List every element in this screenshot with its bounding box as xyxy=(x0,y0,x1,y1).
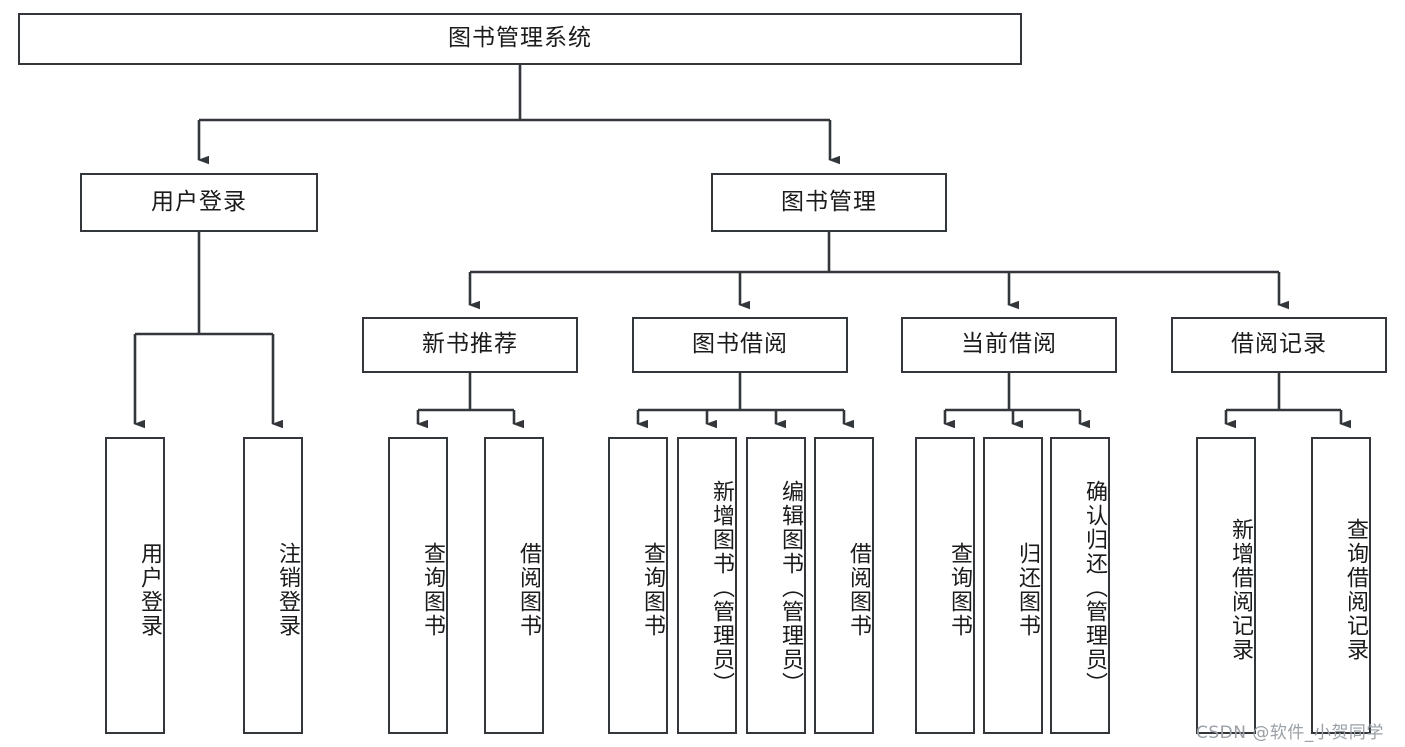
node-leaf-query-book-2[interactable]: 查询图书 xyxy=(608,437,668,734)
node-leaf-user-login[interactable]: 用户登录 xyxy=(105,437,165,734)
node-leaf-borrow-book-1[interactable]: 借阅图书 xyxy=(484,437,544,734)
node-leaf-logout[interactable]: 注销登录 xyxy=(243,437,303,734)
node-leaf-query-book-3[interactable]: 查询图书 xyxy=(915,437,975,734)
node-user-login[interactable]: 用户登录 xyxy=(80,173,318,232)
node-leaf-confirm-return[interactable]: 确认归还（管理员） xyxy=(1050,437,1110,734)
node-leaf-add-record[interactable]: 新增借阅记录 xyxy=(1196,437,1256,734)
node-leaf-query-record[interactable]: 查询借阅记录 xyxy=(1311,437,1371,734)
node-leaf-borrow-book-2[interactable]: 借阅图书 xyxy=(814,437,874,734)
node-leaf-add-book[interactable]: 新增图书（管理员） xyxy=(677,437,737,734)
node-current-borrow[interactable]: 当前借阅 xyxy=(901,317,1117,373)
node-borrow-record[interactable]: 借阅记录 xyxy=(1171,317,1387,373)
node-leaf-return-book[interactable]: 归还图书 xyxy=(983,437,1043,734)
node-leaf-query-book-1[interactable]: 查询图书 xyxy=(388,437,448,734)
node-book-borrow[interactable]: 图书借阅 xyxy=(632,317,848,373)
csdn-watermark: CSDN @软件_小贺同学 xyxy=(1196,723,1384,743)
node-book-manage[interactable]: 图书管理 xyxy=(711,173,947,232)
node-new-book-recommend[interactable]: 新书推荐 xyxy=(362,317,578,373)
node-root[interactable]: 图书管理系统 xyxy=(18,13,1022,65)
node-leaf-edit-book[interactable]: 编辑图书（管理员） xyxy=(746,437,806,734)
